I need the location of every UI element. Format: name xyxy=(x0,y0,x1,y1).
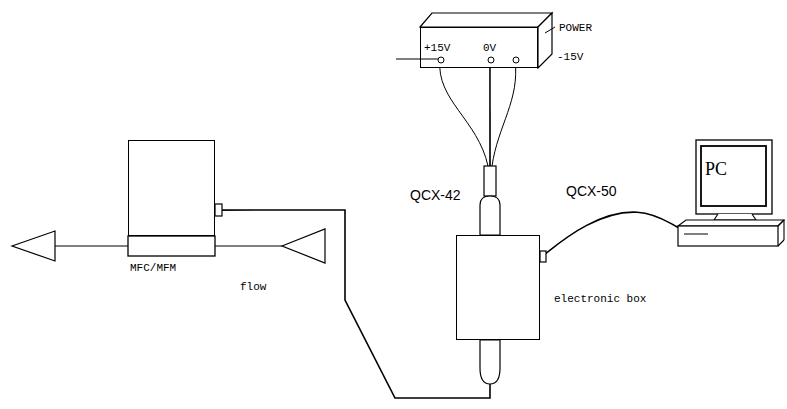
device-box: MFC/MFM xyxy=(128,140,215,236)
cable-plug xyxy=(480,340,500,384)
case-top xyxy=(678,220,784,226)
node-text: 0V xyxy=(483,42,496,54)
cable-label: QCX-42 xyxy=(410,188,461,203)
computer: PC xyxy=(678,140,784,248)
terminal xyxy=(438,57,444,63)
flow-arrowhead xyxy=(12,231,55,261)
connector-socket xyxy=(540,251,546,262)
monitor-stand xyxy=(714,214,756,220)
power-side-face xyxy=(538,13,552,68)
terminal xyxy=(513,57,519,63)
cable-label: flow xyxy=(240,281,266,293)
flow-line xyxy=(55,245,128,246)
drive-slot xyxy=(684,234,708,235)
flow-line xyxy=(215,245,282,246)
terminal xyxy=(488,57,494,63)
leader-line xyxy=(545,27,555,33)
node-text: PC xyxy=(705,160,727,180)
monitor-screen xyxy=(701,146,766,206)
flow-arrowhead xyxy=(282,229,325,263)
cable-plug xyxy=(480,196,500,235)
device-box: POWER+15V0V-15V xyxy=(420,27,538,68)
cable xyxy=(540,212,678,258)
supply-wire xyxy=(492,60,516,166)
node-text: -15V xyxy=(557,51,583,63)
node-text: electronic box xyxy=(554,293,646,305)
case-edge xyxy=(778,220,784,226)
connector-socket xyxy=(215,204,222,216)
node-text: +15V xyxy=(424,42,450,54)
device-box: electronic box xyxy=(456,235,540,340)
cable-sleeve xyxy=(484,166,496,196)
supply-wire xyxy=(440,60,488,166)
flow-body xyxy=(128,236,215,256)
supply-lead xyxy=(396,59,438,60)
cable xyxy=(215,210,490,398)
computer-case xyxy=(678,226,778,246)
computer-outline xyxy=(678,140,784,248)
node-text: MFC/MFM xyxy=(130,262,176,274)
case-edge xyxy=(783,220,784,240)
power-top-face xyxy=(420,13,552,27)
case-edge xyxy=(778,240,784,246)
node-text: POWER xyxy=(559,22,592,34)
monitor-frame xyxy=(696,140,772,214)
cable-label: QCX-50 xyxy=(566,184,617,199)
